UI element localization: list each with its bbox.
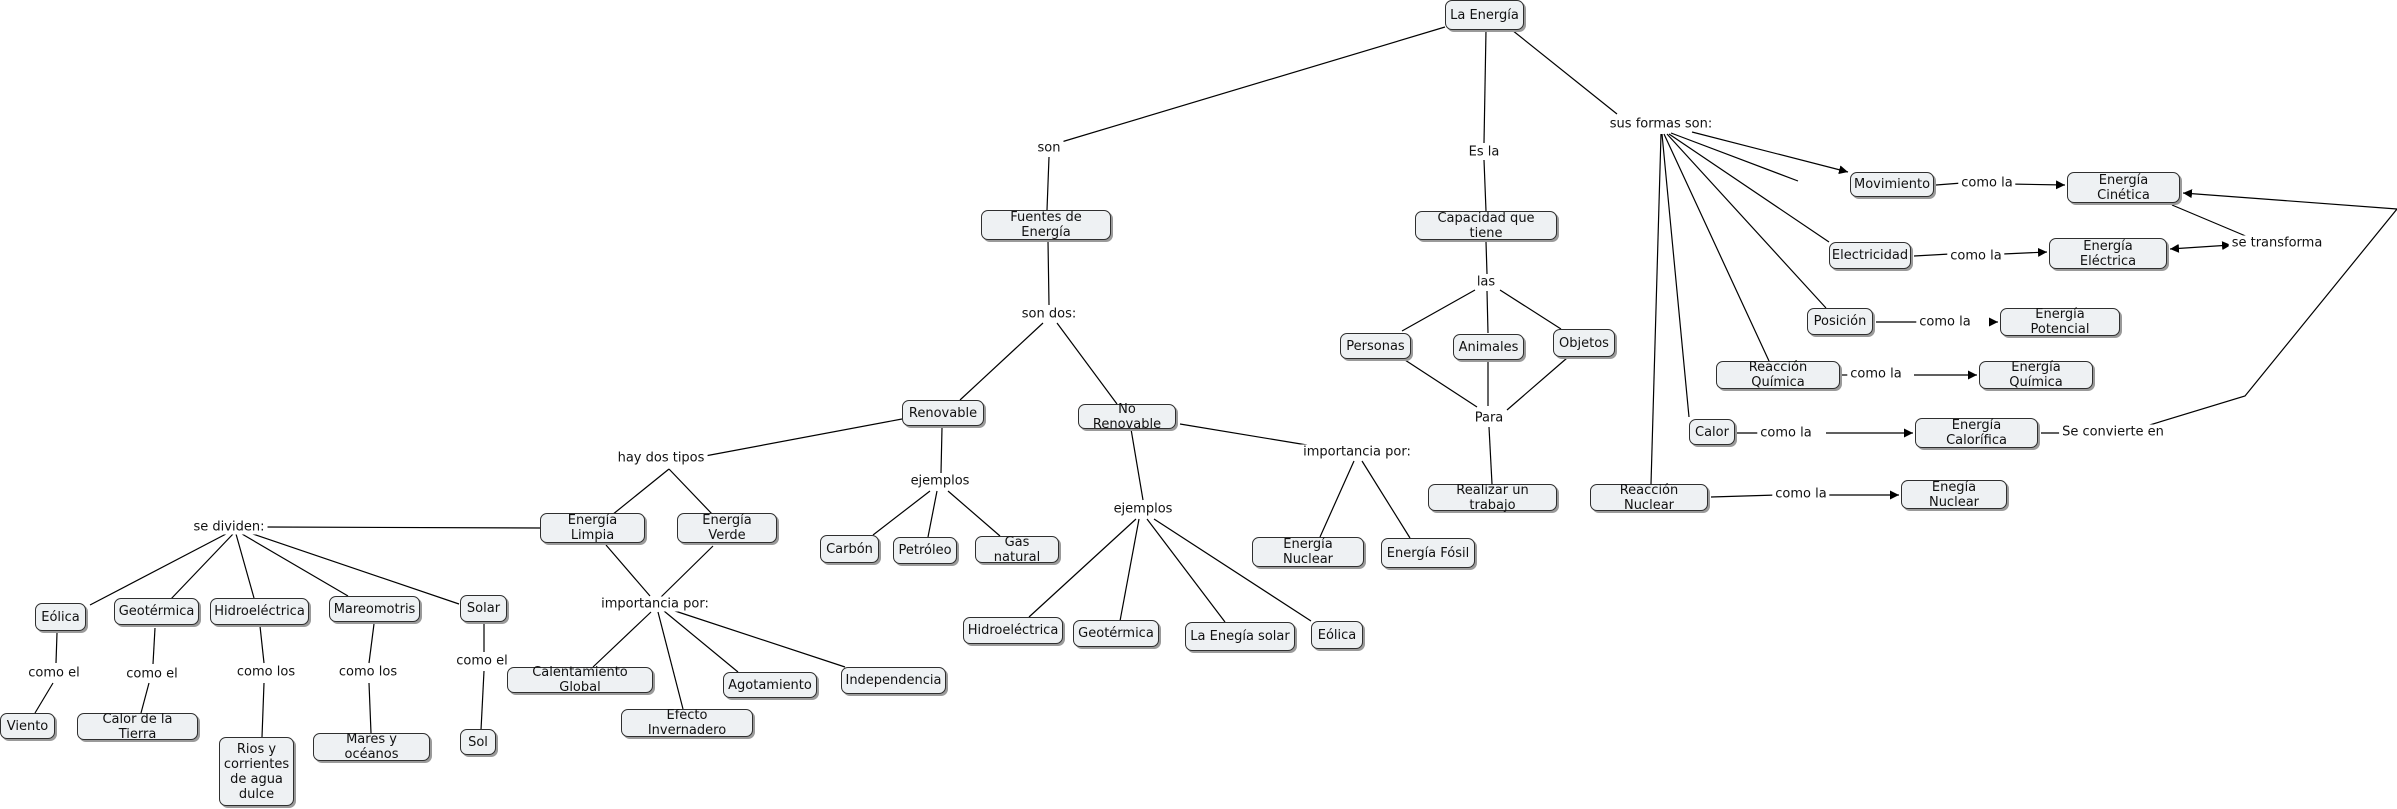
link-label-son: son [1034,140,1064,156]
node-animales[interactable]: Animales [1453,334,1524,360]
link-label-como-el-eolica: como el [25,665,83,681]
node-independencia[interactable]: Independencia [841,667,946,694]
link-label-como-la-reaccion-quimica: como la [1847,366,1905,382]
link-label-como-los-hidroelectrica: como los [233,664,299,680]
node-rios-y-corrientes[interactable]: Rios y corrientes de agua dulce [219,737,294,806]
node-calor[interactable]: Calor [1689,419,1735,445]
node-movimiento[interactable]: Movimiento [1850,172,1934,197]
link-label-importancia-no-renovable: importancia por: [1300,444,1414,460]
node-mares-y-oceanos[interactable]: Mares y océanos [313,732,430,762]
node-nr-geotermica[interactable]: Geotérmica [1073,620,1159,647]
node-objetos[interactable]: Objetos [1553,329,1615,357]
node-energia-verde[interactable]: Energía Verde [677,513,777,543]
link-label-importancia-verde: importancia por: [598,596,712,612]
node-calor-de-la-tierra[interactable]: Calor de la Tierra [77,712,198,742]
link-label-se-transforma: se transforma [2228,235,2326,251]
link-label-como-los-mareomotris: como los [335,664,401,680]
node-sol[interactable]: Sol [460,729,496,755]
link-label-son-dos: son dos: [1018,306,1080,322]
link-label-las: las [1473,274,1499,290]
node-geotermica[interactable]: Geotérmica [114,598,199,625]
node-realizar-un-trabajo[interactable]: Realizar un trabajo [1428,483,1557,513]
node-nr-energia-solar[interactable]: La Enegía solar [1185,622,1295,651]
node-mareomotris[interactable]: Mareomotris [329,596,420,622]
node-efecto-invernadero[interactable]: Efecto Invernadero [621,708,753,738]
node-fuentes-de-energia[interactable]: Fuentes de Energía [981,210,1111,240]
node-la-energia[interactable]: La Energía [1445,0,1524,30]
node-energia-cinetica[interactable]: Energía Cinética [2067,172,2180,203]
node-calentamiento-global[interactable]: Calentamiento Global [507,665,653,695]
node-gas-natural[interactable]: Gas natural [975,535,1059,565]
node-energia-electrica[interactable]: Energía Eléctrica [2049,238,2167,269]
link-label-ejemplos-renovable: ejemplos [907,473,973,489]
node-capacidad-que-tiene[interactable]: Capacidad que tiene [1415,211,1557,241]
node-agotamiento[interactable]: Agotamiento [723,672,817,698]
node-nr-hidroelectrica[interactable]: Hidroeléctrica [963,617,1063,644]
node-eolica[interactable]: Eólica [35,603,86,631]
node-posicion[interactable]: Posición [1807,308,1873,335]
node-viento[interactable]: Viento [0,713,55,739]
link-label-hay-dos-tipos: hay dos tipos [614,450,708,466]
node-nr-energia-nuclear[interactable]: Energía Nuclear [1252,537,1364,567]
node-reaccion-nuclear[interactable]: Reacción Nuclear [1590,483,1708,513]
node-hidroelectrica[interactable]: Hidroeléctrica [210,598,309,625]
node-electricidad[interactable]: Electricidad [1829,242,1911,269]
link-label-como-la-electricidad: como la [1947,248,2005,264]
link-label-como-la-calor: como la [1757,425,1815,441]
link-label-como-la-reaccion-nuclear: como la [1772,486,1830,502]
link-label-como-la-posicion: como la [1916,314,1974,330]
node-reaccion-quimica[interactable]: Reacción Química [1716,360,1840,390]
link-label-sus-formas-son: sus formas son: [1606,116,1716,132]
link-label-para: Para [1471,410,1507,426]
node-solar[interactable]: Solar [460,595,507,622]
node-energia-limpia[interactable]: Energía Limpia [540,513,645,543]
node-nr-eolica[interactable]: Eólica [1311,621,1363,649]
node-carbon[interactable]: Carbón [820,535,879,563]
link-label-se-convierte-en: Se convierte en [2059,424,2167,440]
node-energia-quimica[interactable]: Energía Química [1979,360,2093,390]
node-petroleo[interactable]: Petróleo [893,537,957,564]
node-enegia-nuclear[interactable]: Enegía Nuclear [1901,480,2007,510]
link-label-ejemplos-no-renovable: ejemplos [1110,501,1176,517]
link-label-es-la: Es la [1465,144,1503,160]
link-label-como-el-solar: como el [453,653,511,669]
node-renovable[interactable]: Renovable [902,400,984,426]
node-nr-energia-fosil[interactable]: Energía Fósil [1381,538,1475,568]
link-label-como-el-geotermica: como el [123,666,181,682]
node-energia-potencial[interactable]: Energía Potencial [2000,307,2120,337]
link-label-como-la-movimiento: como la [1958,175,2016,191]
node-no-renovable[interactable]: No Renovable [1078,402,1176,432]
node-personas[interactable]: Personas [1340,333,1411,359]
node-energia-calorifica[interactable]: Energía Calorífica [1915,418,2038,448]
link-label-se-dividen: se dividen: [190,519,268,535]
